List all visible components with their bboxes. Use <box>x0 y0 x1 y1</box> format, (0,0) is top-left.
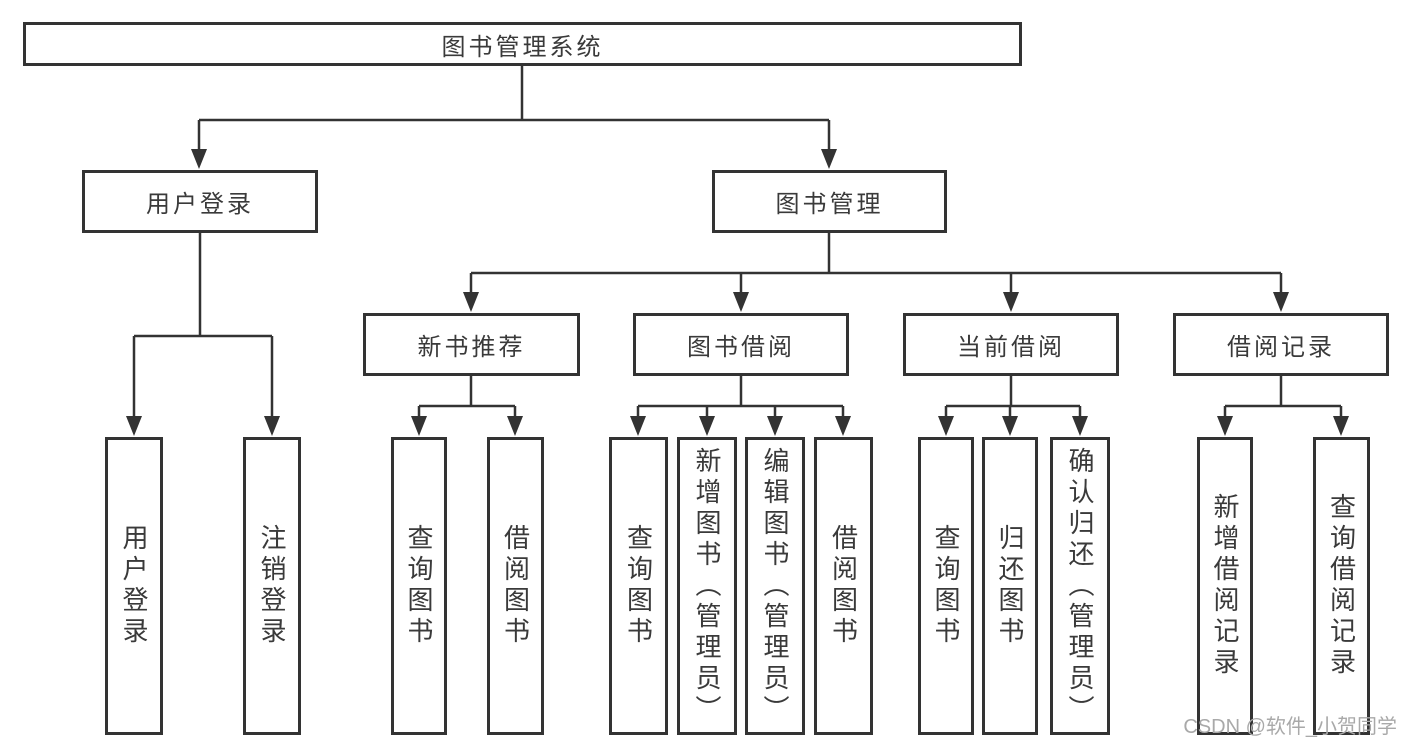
leaf-newbooks-borrow-books: 借阅图书 <box>487 437 544 735</box>
node-library-system-label: 图书管理系统 <box>441 33 604 61</box>
leaf-records-add-record: 新增借阅记录 <box>1197 437 1253 735</box>
node-new-books: 新书推荐 <box>363 313 580 376</box>
leaf-logout: 注销登录 <box>243 437 301 735</box>
node-user-login-label: 用户登录 <box>146 191 254 218</box>
leaf-borrow-add-books-admin: 新增图书（管理员） <box>677 437 737 735</box>
leaf-user-login: 用户登录 <box>105 437 163 735</box>
leaf-records-add-record-label: 新增借阅记录 <box>1210 493 1240 679</box>
leaf-logout-label: 注销登录 <box>257 524 287 648</box>
leaf-borrow-add-books-admin-label: 新增图书（管理员） <box>692 446 722 726</box>
csdn-watermark: CSDN @软件_小贺同学 <box>1183 716 1397 738</box>
leaf-current-confirm-return-admin: 确认归还（管理员） <box>1050 437 1110 735</box>
node-current-borrow: 当前借阅 <box>903 313 1119 376</box>
node-book-management-label: 图书管理 <box>775 191 884 218</box>
leaf-borrow-query-books: 查询图书 <box>609 437 668 735</box>
node-borrow-records: 借阅记录 <box>1173 313 1389 376</box>
node-user-login: 用户登录 <box>82 170 318 233</box>
node-book-borrow: 图书借阅 <box>633 313 849 376</box>
leaf-current-return-books: 归还图书 <box>982 437 1038 735</box>
node-current-borrow-label: 当前借阅 <box>957 334 1065 361</box>
leaf-newbooks-borrow-books-label: 借阅图书 <box>500 524 531 648</box>
node-library-system: 图书管理系统 <box>23 22 1022 66</box>
leaf-records-query-record-label: 查询借阅记录 <box>1326 493 1357 679</box>
leaf-current-confirm-return-admin-label: 确认归还（管理员） <box>1065 446 1095 726</box>
node-book-management: 图书管理 <box>712 170 947 233</box>
leaf-records-query-record: 查询借阅记录 <box>1313 437 1370 735</box>
node-new-books-label: 新书推荐 <box>417 334 526 361</box>
leaf-newbooks-query-books-label: 查询图书 <box>404 524 434 648</box>
leaf-newbooks-query-books: 查询图书 <box>391 437 447 735</box>
arrowheads <box>126 149 1349 436</box>
leaf-borrow-edit-books-admin: 编辑图书（管理员） <box>745 437 805 735</box>
leaf-borrow-borrow-books-label: 借阅图书 <box>828 524 859 648</box>
leaf-current-query-books-label: 查询图书 <box>931 524 961 648</box>
node-book-borrow-label: 图书借阅 <box>687 334 795 361</box>
leaf-user-login-label: 用户登录 <box>119 524 149 648</box>
leaf-borrow-borrow-books: 借阅图书 <box>814 437 873 735</box>
node-borrow-records-label: 借阅记录 <box>1227 334 1335 361</box>
leaf-borrow-query-books-label: 查询图书 <box>623 524 654 648</box>
leaf-current-query-books: 查询图书 <box>918 437 974 735</box>
leaf-borrow-edit-books-admin-label: 编辑图书（管理员） <box>760 446 790 726</box>
leaf-current-return-books-label: 归还图书 <box>995 524 1025 648</box>
